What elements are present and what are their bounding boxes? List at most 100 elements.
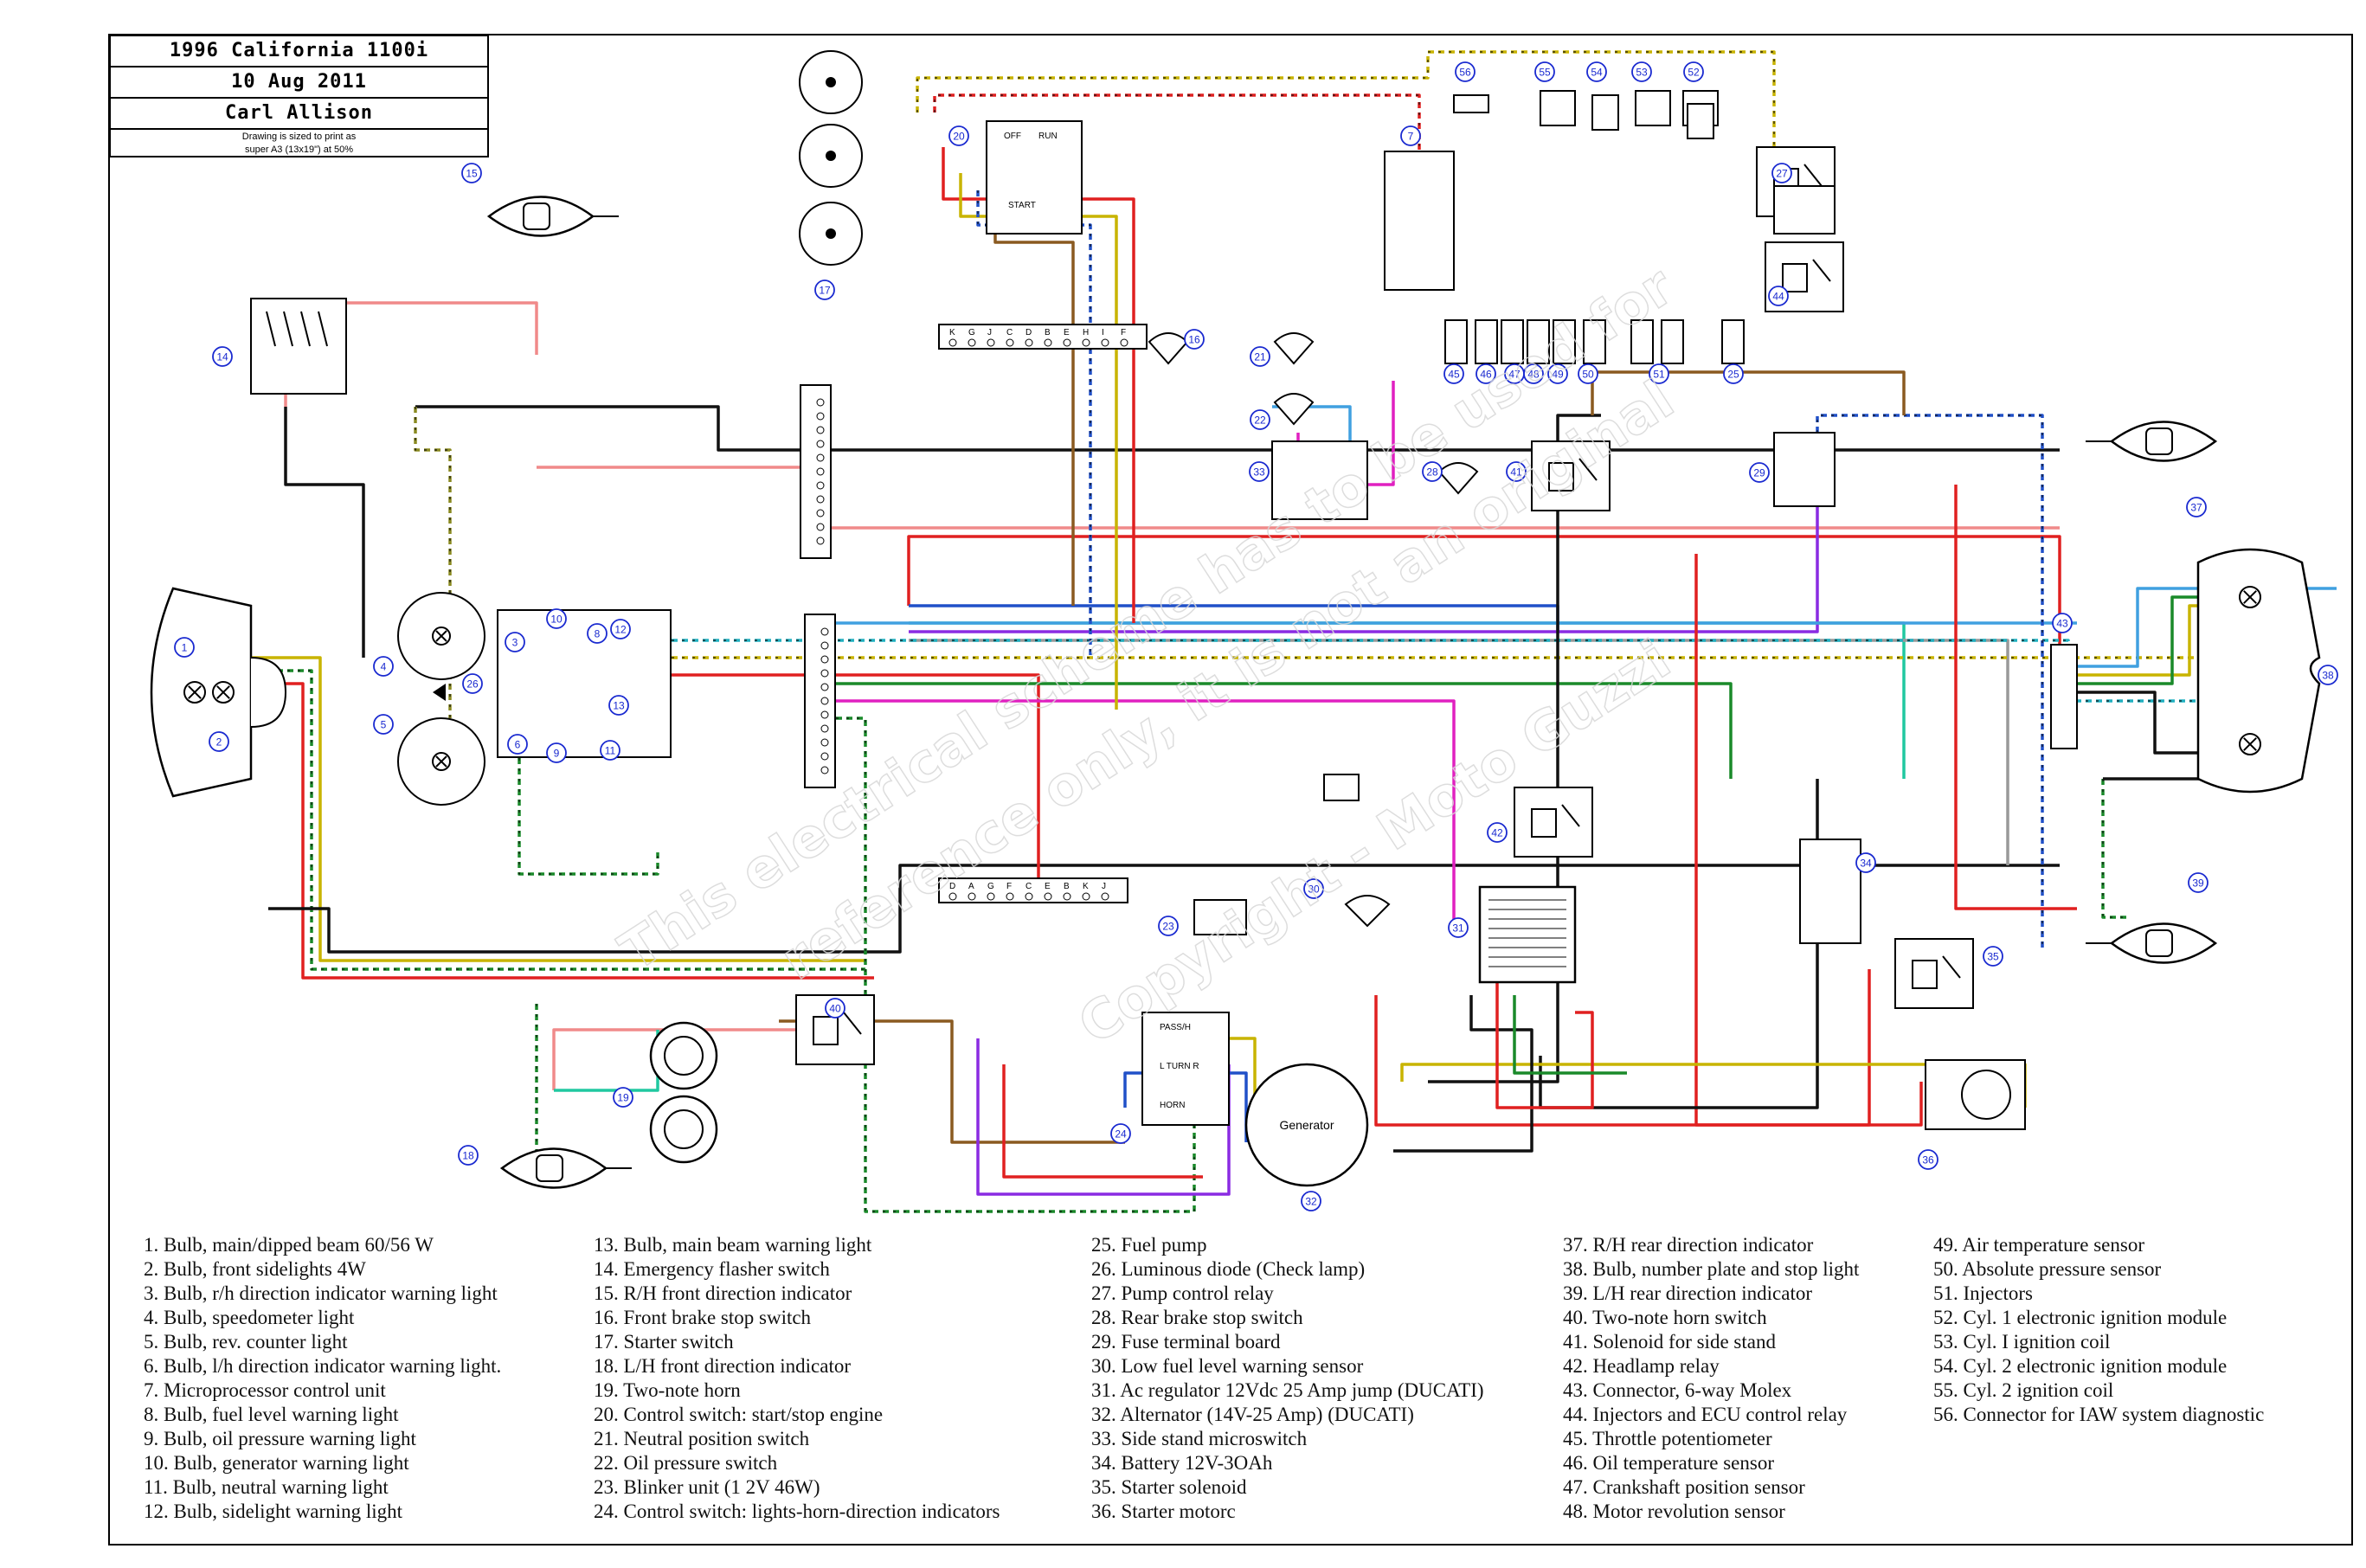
terminal-pin [1101,892,1109,901]
callout-marker [1771,163,1792,183]
connector-block-upper [800,384,832,559]
wire-stripe [415,407,451,718]
callout-number: 41 [1510,466,1522,479]
wire-black [268,864,2060,954]
callout-number: 25 [1727,369,1739,381]
terminal-label: F [1006,882,1012,891]
pressure-switch-icon [1148,332,1189,365]
terminal-label: D [949,882,955,891]
wire-stripe [934,94,1420,156]
callout-number: 16 [1188,334,1200,346]
legend-item: 18. L/H front direction indicator [594,1355,852,1377]
legend-item: 51. Injectors [1933,1282,2033,1304]
legend-item: 34. Battery 12V-3OAh [1091,1452,1273,1474]
sensor-icon [1444,319,1468,364]
connector-pin [816,440,825,448]
wire-black [1393,995,1533,1153]
callout-marker [1723,363,1744,384]
switch-label-turn: L TURN R [1160,1062,1199,1071]
callout-marker [1158,916,1179,936]
fuse-terminal-board [1773,432,1836,507]
switch-contact [300,311,311,347]
legend-item: 31. Ac regulator 12Vdc 25 Amp jump (DUCA… [1091,1379,1484,1401]
wire-black [284,407,365,658]
ignition-coil [1591,94,1619,131]
callout-number: 21 [1254,351,1266,363]
horn-ring [664,1109,704,1149]
connector-pin [816,495,825,504]
legend-item: 4. Bulb, speedometer light [144,1307,355,1328]
wire-stripe [1816,414,2043,952]
bulb-cross [188,685,202,699]
legend-item: 26. Luminous diode (Check lamp) [1091,1258,1366,1280]
legend-item: 19. Two-note horn [594,1379,741,1401]
callout-number: 53 [1636,67,1648,79]
callout-marker [600,740,620,761]
wire-red [907,535,2061,658]
legend-item: 25. Fuel pump [1091,1234,1207,1256]
legend-item: 55. Cyl. 2 ignition coil [1933,1379,2114,1401]
legend-item: 8. Bulb, fuel level warning light [144,1404,399,1425]
callout-marker [1448,917,1469,938]
sensor-icon [1553,319,1576,364]
ecu-box [1384,151,1455,291]
fuel-level-sensor [1344,895,1391,928]
headlamp-socket [250,657,287,728]
wire-stripe [916,51,1775,156]
callout-marker [1443,363,1464,384]
legend-item: 37. R/H rear direction indicator [1563,1234,1814,1256]
legend-item: 39. L/H rear direction indicator [1563,1282,1813,1304]
tail-light-icon [2196,548,2321,794]
terminal-pin [948,892,957,901]
callout-number: 56 [1459,67,1471,79]
callout-number: 36 [1922,1154,1934,1166]
wire-brown [993,199,1075,606]
horn-ring [664,1036,704,1076]
callout-number: 43 [2056,618,2068,630]
sensor-icon [1501,319,1524,364]
legend-item: 24. Control switch: lights-horn-directio… [594,1501,1000,1522]
callout-marker [2186,497,2207,517]
terminal-pin [1120,338,1128,347]
indicator-bulb [2145,427,2173,455]
molex-connector [2050,644,2078,749]
connector-pin [820,724,829,733]
bulb-cross [216,685,230,699]
callout-marker [608,695,629,716]
fuse-holder [1773,185,1836,235]
callout-marker [948,125,969,146]
callout-marker [1422,461,1443,482]
callout-number: 31 [1452,922,1464,935]
callout-marker [1534,61,1555,82]
legend-item: 38. Bulb, number plate and stop light [1563,1258,1860,1280]
callout-marker [1249,461,1270,482]
switch-label-off: OFF [1004,132,1021,141]
connector-pin [816,481,825,490]
terminal-pin [1044,892,1052,901]
relay-contact [843,1012,862,1035]
switch-label-start: START [1008,201,1036,210]
terminal-pin [1063,892,1071,901]
terminal-pin [1025,338,1033,347]
relay-contact [1942,955,1961,979]
generator-icon [1244,1063,1369,1187]
callout-marker [1487,822,1508,843]
callout-marker [814,280,835,300]
callout-number: 52 [1688,67,1700,79]
pressure-switch-icon [1437,462,1479,495]
wire-stripe [805,717,1195,1212]
callout-marker [458,1145,479,1166]
callout-number: 45 [1448,369,1460,381]
wire-stripe [537,639,2198,702]
lights-horn-switch [1141,1012,1230,1126]
callout-marker [1506,461,1527,482]
legend-item: 48. Motor revolution sensor [1563,1501,1785,1522]
legend-item: 6. Bulb, l/h direction indicator warning… [144,1355,502,1377]
callout-number: 30 [1308,884,1320,896]
legend-item: 54. Cyl. 2 electronic ignition module [1933,1355,2228,1377]
callout-marker [2318,665,2338,685]
callout-marker [610,619,631,639]
wire-gray [909,639,2009,865]
terminal-pin [1006,892,1014,901]
